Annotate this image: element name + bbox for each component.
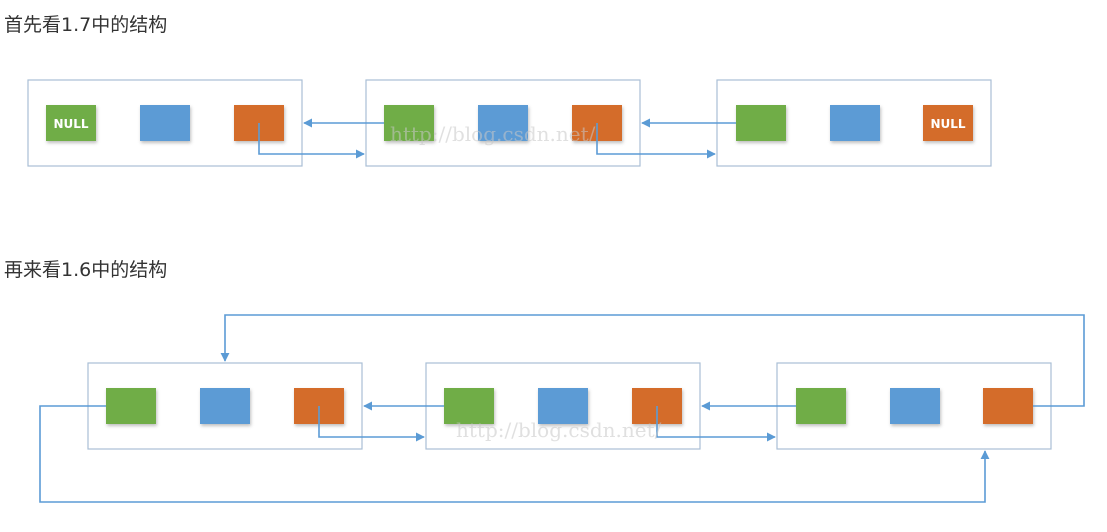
heading-jdk17-structure: 首先看1.7中的结构 — [4, 14, 168, 36]
prev-cell — [736, 105, 786, 141]
arrowhead-icon — [656, 406, 776, 442]
prev-cell — [106, 388, 156, 424]
prev-cell — [384, 105, 434, 141]
data-cell — [200, 388, 250, 424]
null-label: NULL — [930, 117, 965, 131]
heading-jdk16-structure: 再来看1.6中的结构 — [4, 259, 168, 281]
data-cell — [538, 388, 588, 424]
null-label: NULL — [53, 117, 88, 131]
diagram-jdk16: http://blog.csdn.net/ — [39, 314, 1085, 503]
arrowhead-icon — [39, 405, 990, 503]
watermark: http://blog.csdn.net/ — [390, 122, 596, 146]
data-cell — [890, 388, 940, 424]
diagram-jdk17: NULL NULL http://blog.csdn.net/ — [27, 79, 992, 167]
prev-cell — [46, 105, 96, 141]
arrowhead-icon — [596, 123, 716, 159]
watermark: http://blog.csdn.net/ — [456, 418, 662, 442]
prev-cell — [796, 388, 846, 424]
arrowhead-icon — [220, 314, 1085, 407]
next-cell — [923, 105, 973, 141]
data-cell — [478, 105, 528, 141]
data-cell — [830, 105, 880, 141]
next-cell — [983, 388, 1033, 424]
data-cell — [140, 105, 190, 141]
arrowhead-icon — [318, 406, 425, 442]
arrowhead-icon — [258, 123, 365, 159]
prev-cell — [444, 388, 494, 424]
